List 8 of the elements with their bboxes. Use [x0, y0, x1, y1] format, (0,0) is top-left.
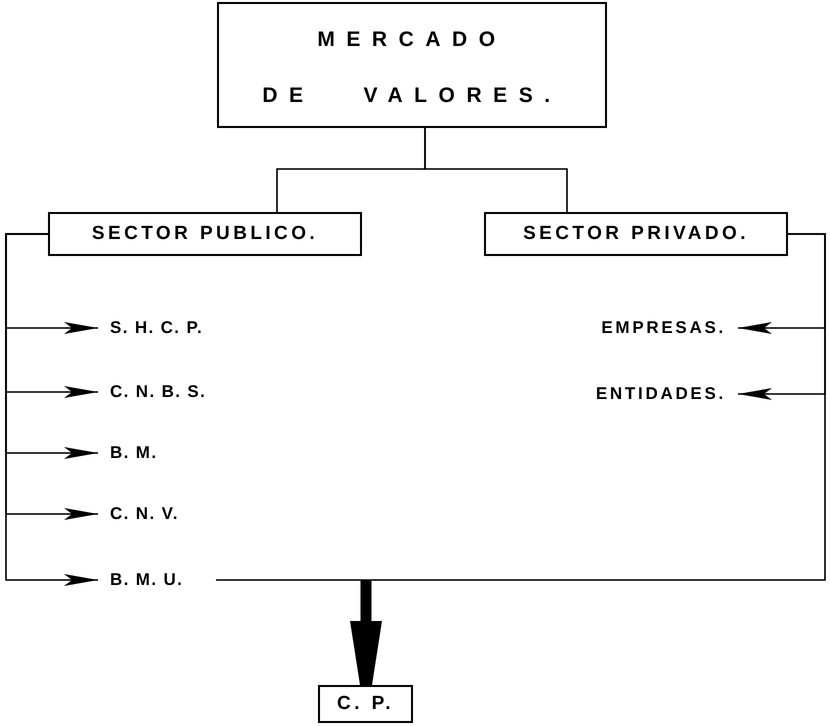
connector-line — [424, 128, 568, 212]
connector-line — [216, 233, 826, 581]
label-box: SECTOR PUBLICO. — [48, 212, 362, 256]
title-box — [217, 2, 607, 128]
label-box: SECTOR PRIVADO. — [484, 212, 788, 256]
arrow — [5, 233, 98, 586]
title-text: MERCADO DE VALORES. — [262, 27, 562, 109]
label-box: C. P. — [318, 685, 413, 723]
